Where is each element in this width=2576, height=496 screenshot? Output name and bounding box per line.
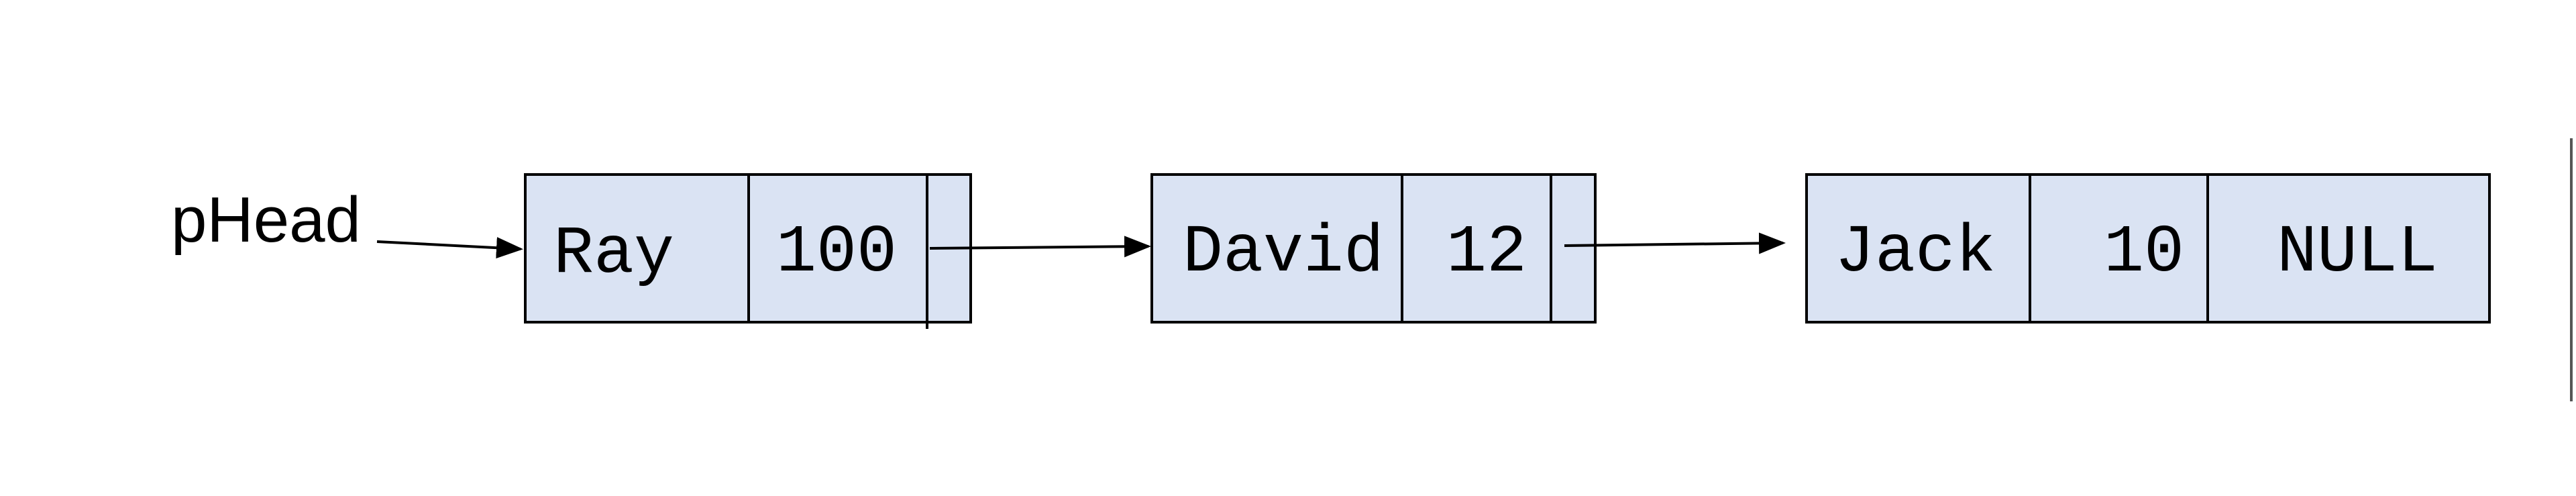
- node-jack-next: NULL: [2277, 215, 2438, 291]
- node-david-name-cell: [1150, 173, 1403, 324]
- node-jack-value-cell: [2029, 173, 2209, 324]
- list-node-ray: Ray 100: [524, 173, 972, 329]
- arrow-ray-to-david: [929, 236, 1151, 258]
- node-jack-name-cell: [1805, 173, 2031, 324]
- head-pointer-label: pHead: [171, 184, 361, 256]
- node-jack-value: 10: [2104, 215, 2184, 291]
- node-ray-name-cell: [524, 173, 750, 324]
- list-node-david: David 12: [1150, 173, 1597, 324]
- arrow-david-to-jack: [1564, 232, 1786, 254]
- node-david-next-cell: [1550, 173, 1597, 324]
- node-jack-next-cell: [2206, 173, 2491, 324]
- head-arrow: [376, 237, 523, 259]
- list-node-jack: Jack 10 NULL: [1805, 173, 2491, 324]
- node-ray-name: Ray: [553, 217, 674, 293]
- node-david-name: David: [1183, 215, 1384, 291]
- node-david-value: 12: [1446, 215, 1527, 291]
- node-jack-name: Jack: [1835, 215, 1996, 291]
- node-ray-value: 100: [776, 215, 897, 291]
- node-ray-value-cell: [747, 173, 928, 324]
